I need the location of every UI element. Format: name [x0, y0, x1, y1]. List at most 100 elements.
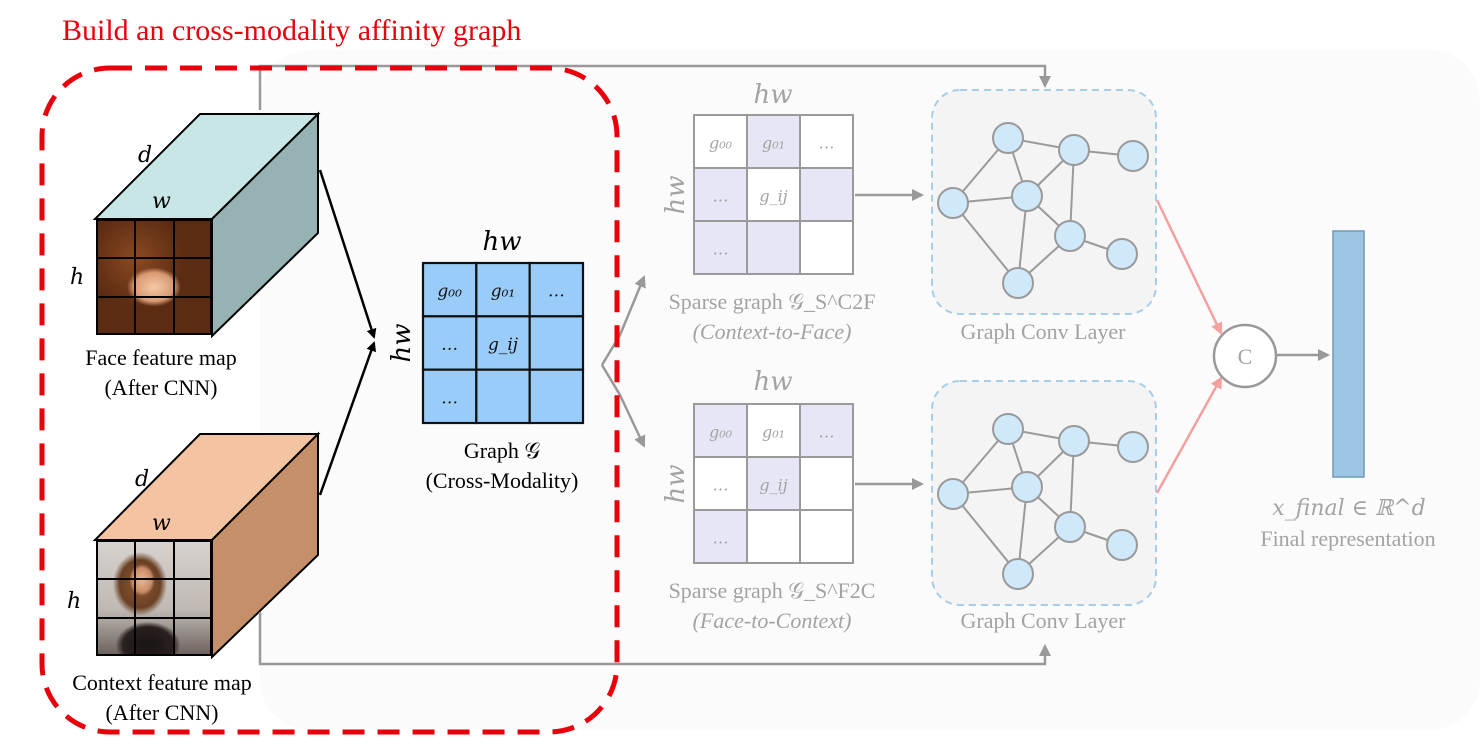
f2c-col-label: hw — [754, 367, 793, 397]
f2c-cell-2-1 — [746, 509, 801, 564]
face-skip-connection — [258, 64, 1051, 110]
face-cube-side — [211, 111, 319, 339]
context-w-label: w — [152, 511, 171, 536]
gcn-top-node-1 — [937, 187, 969, 219]
gcn-bottom-node-3 — [1058, 425, 1090, 457]
gcn-bottom-edge-3 — [952, 493, 1019, 575]
gcn-bottom-node-0 — [992, 413, 1024, 445]
graph-cell-2-1 — [475, 368, 531, 425]
graph-cell-2-2 — [528, 368, 585, 425]
graph-cell-0-2 — [528, 261, 585, 318]
f2c-cell-2-2 — [799, 509, 854, 564]
context-h-label: h — [67, 589, 81, 614]
face-caption-line1: Face feature map — [85, 345, 236, 370]
f2c-cell-0-1 — [746, 403, 801, 458]
context-caption-line1: Context feature map — [72, 670, 252, 695]
gcn-bottom-node-5 — [1054, 511, 1086, 543]
f2c-cell-text-0-0: g₀₀ — [709, 423, 733, 442]
context-skip-connection — [258, 612, 1051, 666]
face-to-graph-arrow — [318, 169, 377, 339]
context-d-label: d — [135, 467, 149, 492]
graph-cell-text-2-0: … — [441, 388, 458, 408]
graph-cell-text-0-2: … — [548, 282, 565, 302]
graph-cell-text-1-1: g_ij — [488, 335, 519, 355]
graph-caption-line2: (Cross-Modality) — [426, 468, 579, 493]
gcn-top-node-0 — [992, 122, 1024, 154]
f2c-cell-text-2-0: … — [713, 529, 729, 548]
gcn-bottom-node-7 — [1106, 529, 1138, 561]
c2f-cell-2-0 — [693, 220, 748, 275]
gcn-bottom-node-1 — [937, 478, 969, 510]
gcn-bottom-node-2 — [1011, 471, 1043, 503]
context-cube-side — [211, 431, 319, 660]
gcn-bottom-node-4 — [1117, 431, 1149, 463]
gcn-top-to-concat-arrow — [1155, 199, 1223, 335]
c2f-cell-2-2 — [799, 220, 854, 275]
gcn-bottom-to-concat-arrow — [1155, 376, 1223, 494]
graph-cell-text-0-1: g₀₁ — [491, 282, 516, 302]
sparse-graph-c2f-matrix: g₀₀ g₀₁ … … g_ij … — [693, 114, 854, 275]
final-representation-bar — [1332, 230, 1365, 478]
c2f-cell-text-0-2: … — [819, 134, 835, 153]
graph-cell-1-1 — [475, 315, 531, 371]
gcn-bottom-box — [931, 380, 1157, 606]
face-caption-line2: (After CNN) — [104, 375, 217, 400]
c2f-cell-1-2 — [799, 167, 854, 222]
f2c-cell-text-1-0: … — [713, 476, 729, 495]
background-panel — [260, 50, 1480, 730]
c2f-caption-line1: Sparse graph 𝒢_S^C2F — [669, 289, 876, 314]
f2c-cell-2-0 — [693, 509, 748, 564]
face-image-patch — [96, 219, 212, 335]
graph-col-label: hw — [483, 227, 522, 257]
graph-cell-text-1-0: … — [441, 335, 458, 355]
graph-cell-0-0 — [421, 261, 478, 318]
f2c-cell-text-1-1: g_ij — [759, 476, 787, 495]
face-w-label: w — [152, 189, 171, 214]
f2c-cell-text-0-2: … — [819, 423, 835, 442]
gcn-top-node-4 — [1117, 140, 1149, 172]
gcn-top-node-7 — [1106, 238, 1138, 270]
split-arrow-up — [600, 275, 646, 366]
c2f-cell-0-2 — [799, 114, 854, 169]
gcn-top-node-3 — [1058, 134, 1090, 166]
graph-cell-text-0-0: g₀₀ — [437, 282, 462, 302]
face-feature-cube — [92, 111, 321, 339]
c2f-row-label: hw — [661, 176, 691, 215]
graph-caption-line1: Graph 𝒢 — [464, 438, 540, 463]
c2f-cell-text-0-0: g₀₀ — [709, 134, 733, 153]
gcn-top-graph — [937, 122, 1149, 299]
gcn-bottom-node-6 — [1002, 558, 1034, 590]
c2f-cell-text-1-1: g_ij — [759, 187, 787, 206]
f2c-row-label: hw — [661, 465, 691, 504]
f2c-cell-1-1 — [746, 456, 801, 511]
concat-node — [1212, 323, 1278, 389]
context-caption-line2: (After CNN) — [105, 700, 218, 725]
graph-matrix: g₀₀ g₀₁ … … g_ij … — [421, 261, 585, 425]
c2f-col-label: hw — [754, 80, 793, 110]
gcn-top-node-6 — [1002, 267, 1034, 299]
f2c-caption-line2: (Face-to-Context) — [693, 608, 852, 633]
gcn-top-label: Graph Conv Layer — [961, 319, 1127, 344]
gcn-bottom-graph — [937, 413, 1149, 590]
section-title: Build an cross-modality affinity graph — [62, 14, 521, 47]
face-d-label: d — [138, 143, 152, 168]
f2c-cell-0-2 — [799, 403, 854, 458]
c2f-cell-text-0-1: g₀₁ — [762, 134, 785, 153]
c2f-cell-2-1 — [746, 220, 801, 275]
context-to-graph-arrow — [318, 341, 377, 496]
c2f-cell-text-1-0: … — [713, 187, 729, 206]
graph-cell-1-2 — [528, 315, 585, 371]
final-label: Final representation — [1260, 526, 1435, 551]
face-h-label: h — [70, 265, 84, 290]
f2c-cell-1-2 — [799, 456, 854, 511]
f2c-caption-line1: Sparse graph 𝒢_S^F2C — [669, 578, 876, 603]
gcn-top-node-5 — [1054, 220, 1086, 252]
context-feature-cube — [92, 431, 321, 660]
c2f-cell-text-2-0: … — [713, 240, 729, 259]
highlight-dashed-box — [39, 65, 620, 735]
gcn-bottom-label: Graph Conv Layer — [961, 608, 1127, 633]
c2f-caption-line2: (Context-to-Face) — [693, 319, 852, 344]
split-arrow-down — [600, 364, 646, 448]
